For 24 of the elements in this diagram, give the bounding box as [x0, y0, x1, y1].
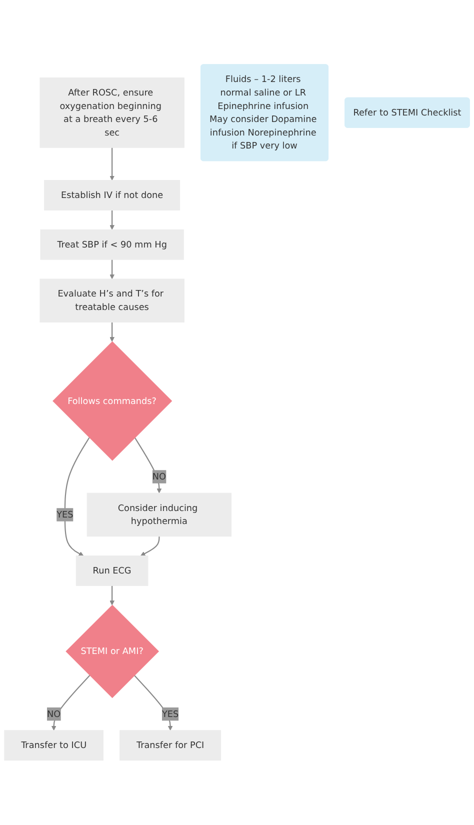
node-box: Transfer for PCI: [120, 730, 222, 761]
arrow: [110, 586, 114, 606]
node-box: After ROSC, ensure oxygenation beginning at a breath every 5-6 sec: [40, 78, 184, 148]
edge-label: NO: [152, 471, 166, 482]
node-box: Establish IV if not done: [44, 180, 180, 211]
node-box: Consider inducing hypothermia: [86, 492, 232, 537]
arrow: [110, 148, 114, 181]
node-diamond: STEMI or AMI?: [66, 604, 160, 698]
node-box: Treat SBP if < 90 mm Hg: [40, 229, 184, 260]
arrow: [64, 437, 90, 556]
arrow: [110, 260, 114, 280]
edge-label: YES: [56, 509, 74, 520]
arrow: [110, 210, 114, 230]
node-diamond: Follows commands?: [52, 341, 172, 461]
arrow: [140, 536, 160, 556]
node-box: Transfer to ICU: [4, 730, 104, 761]
edge-label: YES: [162, 708, 179, 720]
arrow: [51, 675, 90, 731]
node-box: Evaluate H’s and T’s for treatable causes: [40, 278, 184, 323]
edge-label: NO: [47, 708, 61, 720]
arrow: [110, 322, 114, 342]
arrow: [134, 675, 173, 731]
arrow: [134, 437, 162, 494]
node-box: Run ECG: [76, 556, 148, 586]
